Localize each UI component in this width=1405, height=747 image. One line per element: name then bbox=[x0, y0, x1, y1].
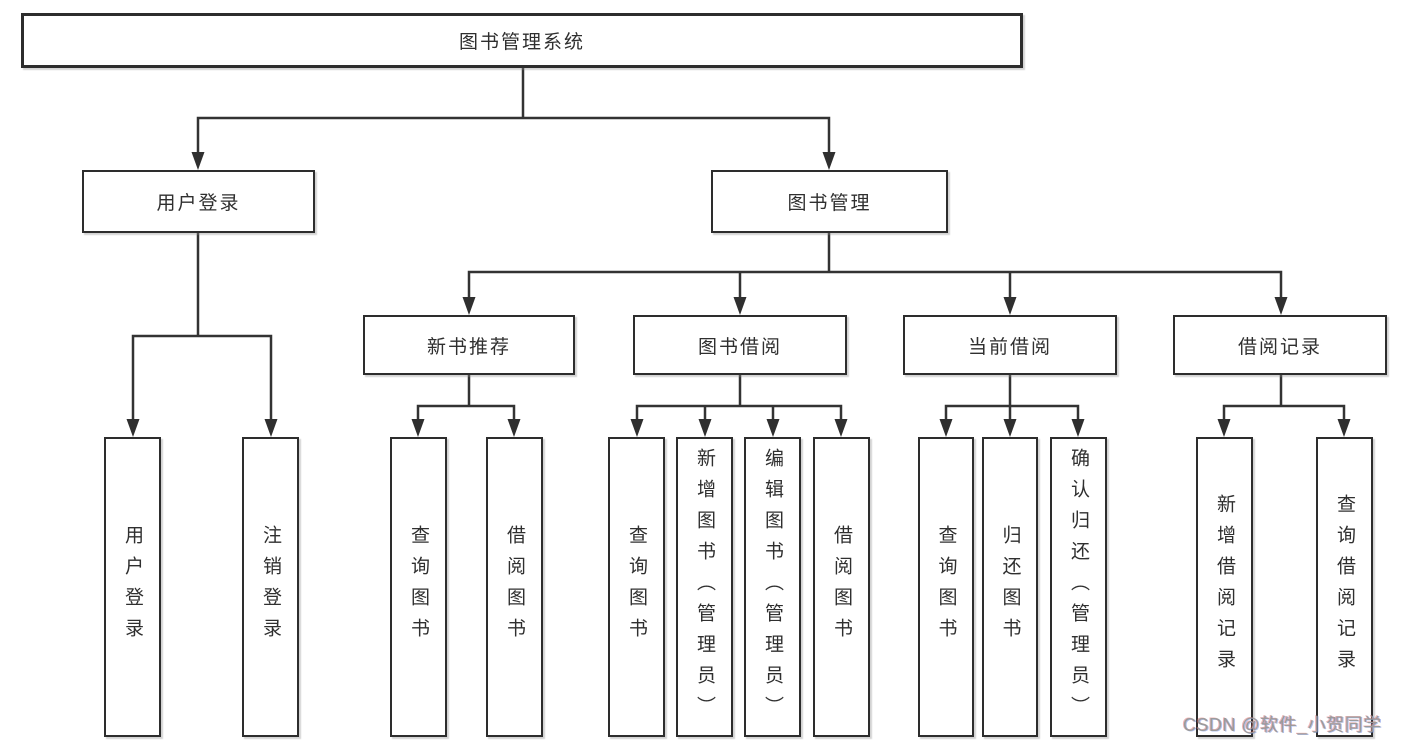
csdn-watermark: CSDN @软件_小贺同学 bbox=[1183, 715, 1382, 735]
leaf-confirm-return-admin-label: 确认归还（管理员） bbox=[1068, 447, 1089, 727]
current-borrow-node: 当前借阅 bbox=[903, 315, 1117, 375]
leaf-logout-label: 注销登录 bbox=[260, 525, 281, 649]
leaf-borrow-books-2-node: 借阅图书 bbox=[813, 437, 870, 737]
borrow-record-node: 借阅记录 bbox=[1173, 315, 1387, 375]
leaf-return-book-node: 归还图书 bbox=[982, 437, 1038, 737]
leaf-add-borrow-record-label: 新增借阅记录 bbox=[1214, 494, 1235, 680]
leaf-logout-node: 注销登录 bbox=[242, 437, 299, 737]
user-login-label: 用户登录 bbox=[156, 193, 241, 214]
leaf-query-books-1-node: 查询图书 bbox=[390, 437, 447, 737]
current-borrow-label: 当前借阅 bbox=[967, 336, 1052, 358]
leaf-edit-book-admin-node: 编辑图书（管理员） bbox=[744, 437, 801, 737]
leaf-query-books-3-node: 查询图书 bbox=[918, 437, 974, 737]
leaf-query-books-2-node: 查询图书 bbox=[608, 437, 665, 737]
book-borrow-node: 图书借阅 bbox=[633, 315, 847, 375]
book-borrow-label: 图书借阅 bbox=[697, 336, 782, 358]
leaf-edit-book-admin-label: 编辑图书（管理员） bbox=[762, 447, 783, 727]
leaf-add-borrow-record-node: 新增借阅记录 bbox=[1196, 437, 1253, 737]
user-login-node: 用户登录 bbox=[82, 170, 315, 233]
leaf-confirm-return-admin-node: 确认归还（管理员） bbox=[1050, 437, 1107, 737]
borrow-record-label: 借阅记录 bbox=[1237, 336, 1322, 358]
leaf-query-borrow-record-label: 查询借阅记录 bbox=[1334, 494, 1355, 680]
connector-paths bbox=[131, 68, 1346, 421]
leaf-add-book-admin-node: 新增图书（管理员） bbox=[676, 437, 733, 737]
new-book-recommend-label: 新书推荐 bbox=[426, 336, 511, 358]
leaf-query-books-2-label: 查询图书 bbox=[626, 525, 647, 649]
leaf-query-borrow-record-node: 查询借阅记录 bbox=[1316, 437, 1373, 737]
leaf-borrow-books-1-node: 借阅图书 bbox=[486, 437, 543, 737]
arrowheads bbox=[126, 152, 1351, 437]
leaf-borrow-books-1-label: 借阅图书 bbox=[504, 525, 525, 649]
leaf-user-login-label: 用户登录 bbox=[122, 525, 143, 649]
leaf-return-book-label: 归还图书 bbox=[999, 525, 1021, 649]
leaf-query-books-1-label: 查询图书 bbox=[408, 525, 429, 649]
new-book-recommend-node: 新书推荐 bbox=[363, 315, 575, 375]
book-management-node: 图书管理 bbox=[711, 170, 948, 233]
book-management-label: 图书管理 bbox=[787, 193, 872, 214]
leaf-query-books-3-label: 查询图书 bbox=[935, 525, 957, 649]
leaf-borrow-books-2-label: 借阅图书 bbox=[831, 525, 852, 649]
system-root-label: 图书管理系统 bbox=[458, 32, 585, 53]
leaf-add-book-admin-label: 新增图书（管理员） bbox=[694, 447, 715, 727]
system-root-node: 图书管理系统 bbox=[21, 13, 1023, 68]
leaf-user-login-node: 用户登录 bbox=[104, 437, 161, 737]
